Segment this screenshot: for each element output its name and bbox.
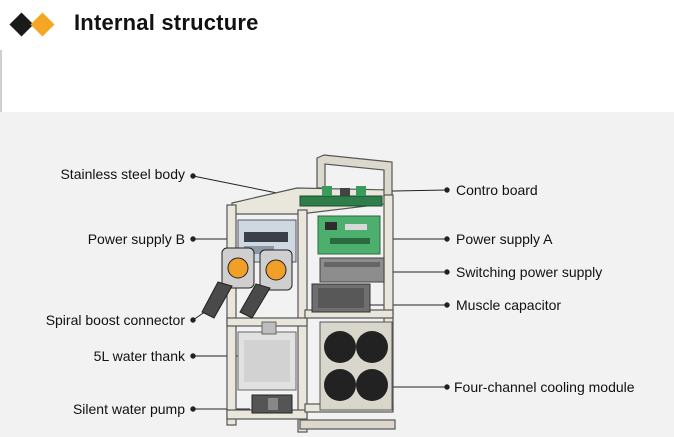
control-board — [299, 186, 383, 207]
power-supply-a — [317, 215, 381, 255]
label-water-tank: 5L water thank — [93, 348, 185, 364]
switching-power-supply — [319, 257, 385, 283]
page-title: Internal structure — [74, 10, 259, 35]
cooling-module — [319, 321, 393, 411]
label-cooling-module: Four-channel cooling module — [454, 379, 635, 395]
header: Internal structure — [0, 0, 674, 112]
spiral-boost-connector — [201, 247, 293, 319]
label-spiral-boost-connector: Spiral boost connector — [45, 312, 185, 328]
water-tank — [237, 321, 297, 391]
label-stainless-steel-body: Stainless steel body — [60, 166, 185, 182]
label-power-supply-b: Power supply B — [87, 231, 185, 247]
label-control-board: Contro board — [456, 182, 538, 198]
label-switching-power-supply: Switching power supply — [456, 264, 603, 280]
muscle-capacitor — [311, 283, 371, 313]
label-muscle-capacitor: Muscle capacitor — [456, 297, 562, 313]
water-pump — [251, 394, 293, 414]
label-water-pump: Silent water pump — [72, 401, 185, 417]
label-power-supply-a: Power supply A — [456, 231, 553, 247]
